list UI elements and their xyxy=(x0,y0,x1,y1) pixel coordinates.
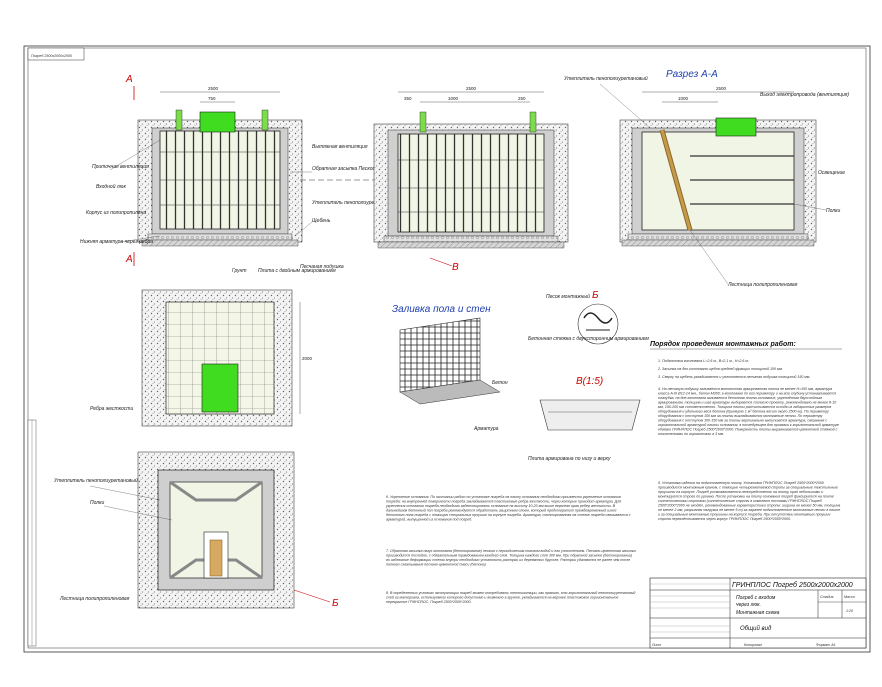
svg-text:Бетонная стяжка с двухсторонни: Бетонная стяжка с двухсторонним армирова… xyxy=(528,336,649,342)
svg-text:5. Установка изделия на подгот: 5. Установка изделия на подготовленную п… xyxy=(657,481,840,521)
svg-text:Копировал: Копировал xyxy=(744,643,762,647)
side-stamp-text: Погреб 2500х2000х2000 xyxy=(31,54,72,58)
svg-text:Освещение: Освещение xyxy=(818,170,845,176)
svg-text:2500: 2500 xyxy=(208,86,219,91)
floor-pour: Заливка пола и стен Бетон Арматура xyxy=(392,304,508,432)
svg-text:Утеплитель пенополиуретановый: Утеплитель пенополиуретановый xyxy=(312,199,396,206)
detail-b: Б Песок монтажный Бетонная стяжка с двух… xyxy=(528,290,649,345)
svg-text:8. В определенных условиях экс: 8. В определенных условиях эксплуатации … xyxy=(386,591,635,604)
floor-pour-title: Заливка пола и стен xyxy=(392,304,491,315)
svg-text:Песок монтажный: Песок монтажный xyxy=(546,293,590,300)
svg-text:Утеплитель пенополиуретановый: Утеплитель пенополиуретановый xyxy=(54,477,138,484)
svg-text:1000: 1000 xyxy=(448,96,459,101)
svg-text:Монтажная схема: Монтажная схема xyxy=(736,610,780,616)
svg-text:350: 350 xyxy=(404,96,412,101)
svg-text:Выход электропровода (вентиляц: Выход электропровода (вентиляция) xyxy=(760,92,849,98)
title-block: ГРИНПЛОС Погреб 2500х2000х2000 Погреб с … xyxy=(649,577,867,649)
works-left: 6. Укрепление основания. По окончании ра… xyxy=(385,495,636,604)
svg-text:Лист: Лист xyxy=(651,643,661,647)
svg-text:Полки: Полки xyxy=(90,500,104,506)
svg-text:Грунт: Грунт xyxy=(232,268,247,274)
svg-text:2. Засыпка на дно котлована ще: 2. Засыпка на дно котлована щебня средне… xyxy=(657,367,783,371)
svg-text:4. На песчаную подушку заливае: 4. На песчаную подушку заливается моноли… xyxy=(658,387,839,436)
svg-text:Полки: Полки xyxy=(826,208,840,214)
hatch-green xyxy=(199,111,236,133)
svg-text:Б: Б xyxy=(332,598,339,609)
svg-text:250: 250 xyxy=(518,96,526,101)
svg-text:Обратная засыпка Пескоцемент (: Обратная засыпка Пескоцемент (пропорция … xyxy=(312,166,430,172)
svg-text:Нижняя арматура через ребра: Нижняя арматура через ребра xyxy=(80,239,153,245)
section-aa: Разрез А-А 2500 1000 Утеплитель пенополи… xyxy=(564,69,849,288)
svg-text:Масса: Масса xyxy=(844,595,855,599)
section-aa-title: Разрез А-А xyxy=(666,69,718,80)
svg-text:2000: 2000 xyxy=(302,356,313,361)
svg-text:2500: 2500 xyxy=(466,86,477,91)
svg-text:6. Укрепление основания. По ок: 6. Укрепление основания. По окончании ра… xyxy=(385,495,631,522)
svg-text:Щебень: Щебень xyxy=(312,218,331,224)
svg-text:1:20: 1:20 xyxy=(846,609,853,613)
svg-text:Лестница полипропиленовая: Лестница полипропиленовая xyxy=(59,596,130,602)
section-a-top: А xyxy=(125,74,133,85)
svg-text:Стадия: Стадия xyxy=(820,595,834,599)
svg-text:Входной люк: Входной люк xyxy=(96,183,126,190)
svg-text:Лестница полипропиленовая: Лестница полипропиленовая xyxy=(727,282,798,288)
svg-text:7. Обратная засыпка пазух котл: 7. Обратная засыпка пазух котлована (бет… xyxy=(386,549,636,567)
svg-text:Плита с двойным армированием: Плита с двойным армированием xyxy=(258,267,336,274)
svg-text:Приточная вентиляция: Приточная вентиляция xyxy=(92,164,149,170)
svg-text:2500: 2500 xyxy=(716,86,727,91)
svg-text:Песчаная подушка: Песчаная подушка xyxy=(300,264,344,270)
section-front: 2500 750 А А Приточная вентиляция Входно… xyxy=(80,74,430,274)
svg-text:Б: Б xyxy=(592,290,599,301)
svg-text:Бетон: Бетон xyxy=(492,380,508,386)
plan-bottom: Утеплитель пенополиуретановый Полки Лест… xyxy=(54,451,339,609)
svg-text:В(1:5): В(1:5) xyxy=(576,376,603,387)
svg-text:Плита армирована по низу и вер: Плита армирована по низу и верху xyxy=(528,456,611,462)
svg-text:ГРИНПЛОС Погреб 2500х2000х2000: ГРИНПЛОС Погреб 2500х2000х2000 xyxy=(732,581,853,589)
works-heading: Порядок проведения монтажных работ: xyxy=(650,340,796,348)
svg-text:1. Подготовка котлована L=2,6: 1. Подготовка котлована L=2,6 м., В=2,1 … xyxy=(658,359,749,363)
section-a-bottom: А xyxy=(125,254,133,265)
svg-text:3. Сверху на щебень укладывает: 3. Сверху на щебень укладывается и уплот… xyxy=(658,375,810,379)
svg-text:1000: 1000 xyxy=(678,96,689,101)
section-side: 2500 1000 350 250 В xyxy=(373,86,569,273)
svg-text:Утеплитель пенополиуретановый: Утеплитель пенополиуретановый xyxy=(564,75,648,82)
section-b-mid: В xyxy=(452,262,459,273)
svg-text:Арматура: Арматура xyxy=(473,426,499,432)
svg-text:750: 750 xyxy=(208,96,216,101)
svg-text:Погреб с входом: Погреб с входом xyxy=(736,595,776,601)
side-stamp: Погреб 2500х2000х2000 xyxy=(27,47,85,61)
svg-text:Ребра жесткости: Ребра жесткости xyxy=(90,406,133,412)
svg-text:через люк.: через люк. xyxy=(736,602,761,608)
svg-text:Корпус из полипропилена: Корпус из полипропилена xyxy=(86,210,146,216)
svg-text:Формат А1: Формат А1 xyxy=(816,643,836,647)
works-right: Порядок проведения монтажных работ: 1. П… xyxy=(650,340,842,521)
svg-text:Вытяжная вентиляция: Вытяжная вентиляция xyxy=(312,144,368,150)
detail-v: В(1:5) Плита армирована по низу и верху xyxy=(528,376,641,462)
plan-top: 2000 Ребра жесткости xyxy=(90,289,313,427)
svg-text:Общий вид: Общий вид xyxy=(740,625,772,632)
